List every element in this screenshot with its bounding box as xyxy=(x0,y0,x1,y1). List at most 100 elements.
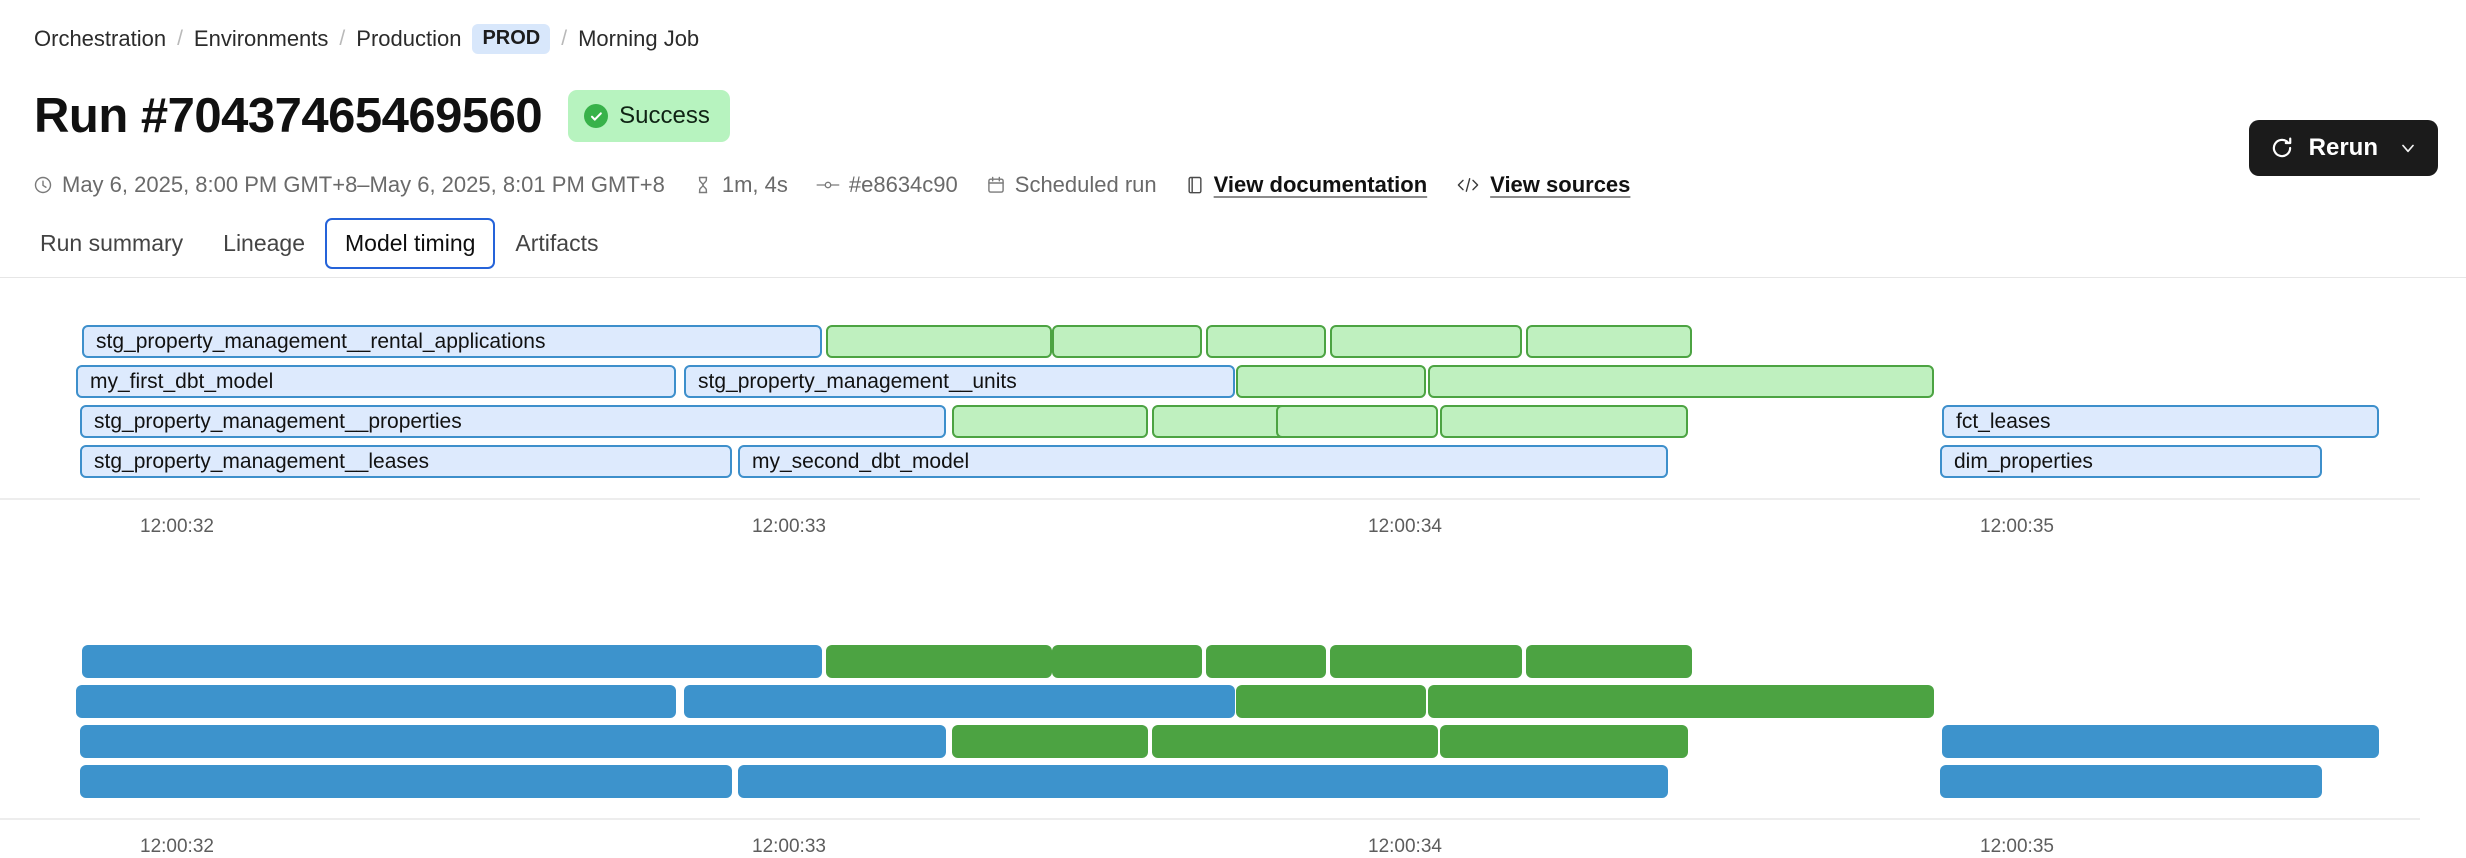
gantt-bar[interactable] xyxy=(1052,645,1202,678)
axis-tick-label: 12:00:32 xyxy=(140,836,214,857)
gantt-row: stg_property_management__properties fct_l… xyxy=(0,405,2466,445)
gantt-bar-label: fct_leases xyxy=(1956,409,2051,433)
gantt-row xyxy=(0,725,2466,765)
gantt-bar-label: stg_property_management__rental_applicat… xyxy=(96,329,546,353)
meta-item-label: View sources xyxy=(1490,172,1631,197)
check-circle-icon xyxy=(584,104,609,128)
calendar-icon xyxy=(986,175,1006,195)
rerun-button[interactable]: Rerun xyxy=(2248,120,2438,176)
gantt-row xyxy=(0,645,2466,685)
gantt-bar[interactable] xyxy=(952,405,1148,438)
gantt-bar[interactable] xyxy=(1330,325,1522,358)
gantt-bar[interactable] xyxy=(1052,325,1202,358)
tab-bar: Run summary Lineage Model timing Artifacts xyxy=(20,218,618,269)
gantt-bar[interactable] xyxy=(80,765,732,798)
breadcrumb-item-production[interactable]: Production xyxy=(356,26,462,51)
gantt-bar-my_first_dbt_model[interactable]: my_first_dbt_model xyxy=(76,365,676,398)
gantt-row: stg_property_management__rental_applicat… xyxy=(0,325,2466,365)
gantt-bar-stg_property_management__properties[interactable]: stg_property_management__properties xyxy=(80,405,946,438)
gantt-bar-stg_property_management__units[interactable]: stg_property_management__units xyxy=(684,365,1235,398)
gantt-bar[interactable] xyxy=(1526,645,1692,678)
gantt-bar[interactable] xyxy=(1942,725,2379,758)
meta-item-label: #e8634c90 xyxy=(848,172,958,197)
gantt-bar[interactable] xyxy=(1206,645,1326,678)
gantt-bar[interactable] xyxy=(1206,325,1326,358)
run-meta-row: May 6, 2025, 8:00 PM GMT+8–May 6, 2025, … xyxy=(33,170,1658,200)
meta-item-label: 1m, 4s xyxy=(721,172,788,197)
tab-lineage[interactable]: Lineage xyxy=(223,230,306,256)
gantt-bar[interactable] xyxy=(1428,365,1934,398)
chevron-down-icon[interactable] xyxy=(2398,138,2418,158)
breadcrumb-item-morning-job: Morning Job xyxy=(578,26,700,51)
gantt-bar[interactable] xyxy=(1276,725,1438,758)
tab-bar-divider xyxy=(0,277,2466,278)
axis-tick-label: 12:00:33 xyxy=(752,516,826,537)
clock-icon xyxy=(33,175,53,195)
meta-item-label: Scheduled run xyxy=(1014,172,1157,197)
gantt-row: my_first_dbt_model stg_property_managemen… xyxy=(0,365,2466,405)
breadcrumb-separator: / xyxy=(561,27,568,50)
gantt-bar-stg_property_management__rental_applications[interactable]: stg_property_management__rental_applicat… xyxy=(82,325,822,358)
gantt-bar[interactable] xyxy=(1330,645,1522,678)
rerun-button-label: Rerun xyxy=(2308,134,2378,161)
breadcrumb-separator: / xyxy=(177,27,183,50)
tab-model-timing[interactable]: Model timing xyxy=(325,218,496,269)
title-row: Run #70437465469560 Success xyxy=(34,90,730,142)
gantt-bar[interactable] xyxy=(826,325,1052,358)
gantt-bar-label: my_first_dbt_model xyxy=(90,369,274,393)
code-icon xyxy=(1455,175,1481,195)
gantt-bar[interactable] xyxy=(826,645,1052,678)
gantt-axis-rule xyxy=(0,818,2420,820)
gantt-bar-label: my_second_dbt_model xyxy=(752,449,970,473)
gantt-bar[interactable] xyxy=(1526,325,1692,358)
gantt-bar-label: stg_property_management__units xyxy=(698,369,1017,393)
breadcrumb-item-orchestration[interactable]: Orchestration xyxy=(34,26,167,51)
meta-item-book[interactable]: View documentation xyxy=(1185,172,1427,198)
meta-item-hourglass: 1m, 4s xyxy=(693,172,788,198)
gantt-bar-label: stg_property_management__leases xyxy=(94,449,430,473)
gantt-bar[interactable] xyxy=(1440,405,1688,438)
axis-tick-label: 12:00:35 xyxy=(1980,516,2054,537)
gantt-bar-stg_property_management__leases[interactable]: stg_property_management__leases xyxy=(80,445,732,478)
gantt-bar[interactable] xyxy=(684,685,1235,718)
gantt-bar[interactable] xyxy=(1152,405,1294,438)
gantt-row xyxy=(0,765,2466,805)
gantt-row xyxy=(0,685,2466,725)
axis-tick-label: 12:00:34 xyxy=(1368,836,1442,857)
gantt-bar[interactable] xyxy=(76,685,676,718)
meta-item-clock: May 6, 2025, 8:00 PM GMT+8–May 6, 2025, … xyxy=(33,172,665,198)
gantt-bar[interactable] xyxy=(952,725,1148,758)
meta-item-calendar: Scheduled run xyxy=(986,172,1157,198)
gantt-bar-label: stg_property_management__properties xyxy=(94,409,462,433)
commit-icon xyxy=(816,175,840,195)
gantt-bar-fct_leases[interactable]: fct_leases xyxy=(1942,405,2379,438)
status-badge-label: Success xyxy=(619,102,710,129)
breadcrumb-env-badge: PROD xyxy=(472,24,551,54)
breadcrumb-separator: / xyxy=(339,27,346,50)
meta-item-label: May 6, 2025, 8:00 PM GMT+8–May 6, 2025, … xyxy=(62,172,665,197)
axis-tick-label: 12:00:32 xyxy=(140,516,214,537)
status-badge: Success xyxy=(568,90,730,142)
gantt-bar[interactable] xyxy=(1428,685,1934,718)
gantt-bar-my_second_dbt_model[interactable]: my_second_dbt_model xyxy=(738,445,1668,478)
axis-tick-label: 12:00:35 xyxy=(1980,836,2054,857)
gantt-bar[interactable] xyxy=(82,645,822,678)
gantt-bar-label: dim_properties xyxy=(1954,449,2093,473)
tab-run-summary[interactable]: Run summary xyxy=(40,230,184,256)
gantt-bar[interactable] xyxy=(1440,725,1688,758)
gantt-bar[interactable] xyxy=(80,725,946,758)
breadcrumb: Orchestration / Environments / Production PRO… xyxy=(34,24,699,54)
gantt-bar[interactable] xyxy=(738,765,1668,798)
refresh-icon xyxy=(2269,135,2295,161)
gantt-bar-dim_properties[interactable]: dim_properties xyxy=(1940,445,2322,478)
gantt-bar[interactable] xyxy=(1152,725,1294,758)
meta-item-code[interactable]: View sources xyxy=(1455,172,1630,198)
gantt-bar[interactable] xyxy=(1236,685,1426,718)
book-icon xyxy=(1185,175,1205,195)
tab-artifacts[interactable]: Artifacts xyxy=(515,230,599,256)
gantt-bar[interactable] xyxy=(1236,365,1426,398)
breadcrumb-item-environments[interactable]: Environments xyxy=(193,26,329,51)
gantt-bar[interactable] xyxy=(1276,405,1438,438)
gantt-row: stg_property_management__leases my_second… xyxy=(0,445,2466,485)
gantt-bar[interactable] xyxy=(1940,765,2322,798)
